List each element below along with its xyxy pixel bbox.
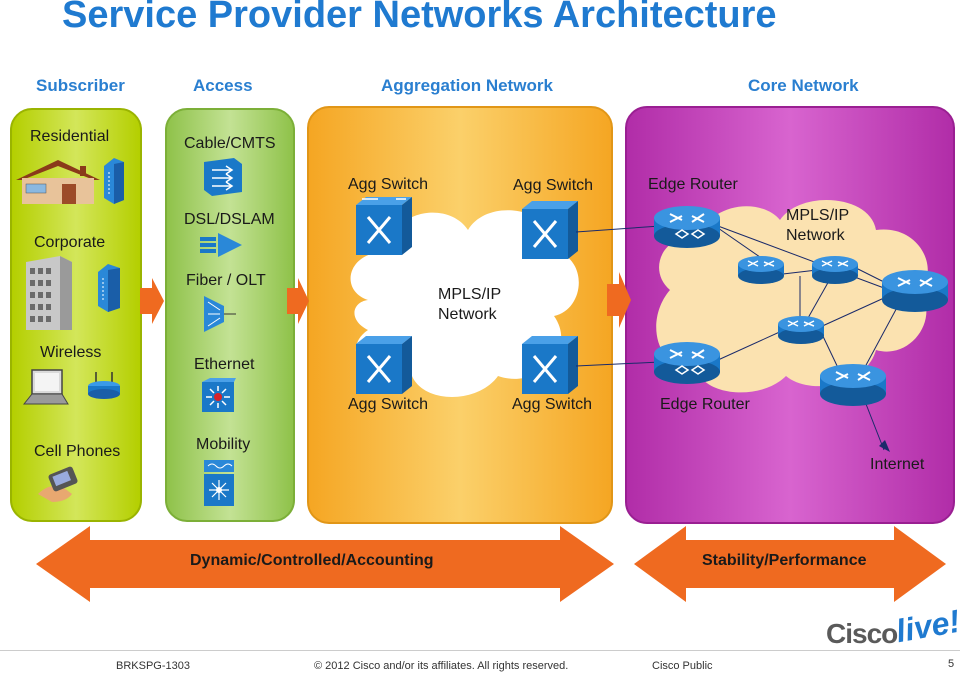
live-logo-text: live! — [893, 602, 960, 650]
arrow-aggregation-to-core-icon — [607, 272, 631, 328]
stability-performance-label: Stability/Performance — [702, 552, 867, 569]
internet-label: Internet — [870, 456, 925, 473]
core-mpls-cloud — [656, 199, 928, 393]
edge-router-label-bottom: Edge Router — [660, 396, 750, 413]
agg-switch-label-top-right: Agg Switch — [513, 177, 594, 194]
core-router-icon-4 — [882, 270, 948, 312]
core-router-icon-3 — [778, 316, 824, 344]
agg-switch-icon-top-right — [522, 201, 578, 259]
agg-switch-icon-bottom-right — [522, 336, 578, 394]
edge-router-icon-bottom — [654, 342, 720, 384]
core-cloud-label: MPLS/IP Network — [786, 207, 850, 244]
column-header-access: Access — [193, 76, 253, 95]
footer-copyright: © 2012 Cisco and/or its affiliates. All … — [314, 660, 569, 672]
agg-switch-label-top-left: Agg Switch — [348, 176, 429, 193]
access-panel — [165, 108, 295, 522]
subscriber-item-corporate: Corporate — [34, 234, 106, 251]
access-item-cable-cmts: Cable/CMTS — [184, 135, 276, 152]
dynamic-controlled-label: Dynamic/Controlled/Accounting — [190, 552, 434, 569]
agg-switch-icon-top-left — [356, 197, 412, 255]
internet-router-icon — [820, 364, 886, 406]
column-header-subscriber: Subscriber — [36, 76, 125, 95]
agg-switch-label-bottom-left: Agg Switch — [348, 396, 429, 413]
office-building-icon — [26, 256, 72, 330]
subscriber-item-residential: Residential — [30, 128, 110, 145]
agg-switch-icon-bottom-left — [356, 336, 412, 394]
cisco-logo-text: Cisco — [826, 618, 898, 649]
core-router-icon-1 — [738, 256, 784, 284]
laptop-icon — [22, 369, 69, 405]
dslam-icon — [200, 233, 242, 257]
access-item-fiber-olt: Fiber / OLT — [186, 272, 266, 289]
aggregation-cloud-label: MPLS/IP Network — [438, 286, 502, 323]
column-header-aggregation: Aggregation Network — [381, 76, 553, 95]
stability-performance-arrow — [634, 526, 946, 602]
footer-divider — [0, 650, 960, 651]
edge-router-icon-top — [654, 206, 720, 248]
arrow-subscriber-to-access-icon — [140, 278, 164, 324]
access-item-mobility: Mobility — [196, 436, 251, 453]
olt-icon — [204, 296, 236, 332]
footer-page-number: 5 — [948, 658, 955, 670]
cell-phone-hand-icon — [38, 466, 78, 502]
access-item-dsl-dslam: DSL/DSLAM — [184, 211, 275, 228]
mobility-gateway-icon — [204, 460, 234, 506]
subscriber-item-wireless: Wireless — [40, 344, 102, 361]
arrow-access-to-aggregation-icon — [287, 278, 309, 324]
subscriber-item-cell-phones: Cell Phones — [34, 443, 121, 460]
agg-switch-label-bottom-right: Agg Switch — [512, 396, 593, 413]
edge-router-label-top: Edge Router — [648, 176, 738, 193]
cisco-live-logo: Cisco live! — [826, 603, 960, 660]
dynamic-controlled-arrow — [36, 526, 614, 602]
page-title: Service Provider Networks Architecture — [62, 0, 777, 36]
server-tower-icon — [98, 264, 120, 312]
column-header-core: Core Network — [748, 76, 859, 95]
footer-classification: Cisco Public — [652, 660, 713, 672]
cmts-icon — [204, 158, 242, 196]
footer-session-id: BRKSPG-1303 — [116, 660, 190, 672]
wireless-access-point-icon — [88, 372, 120, 399]
access-item-ethernet: Ethernet — [194, 356, 255, 373]
house-icon — [16, 160, 100, 204]
ethernet-switch-icon — [202, 378, 236, 412]
cable-modem-icon — [104, 158, 124, 204]
core-router-icon-2 — [812, 256, 858, 284]
